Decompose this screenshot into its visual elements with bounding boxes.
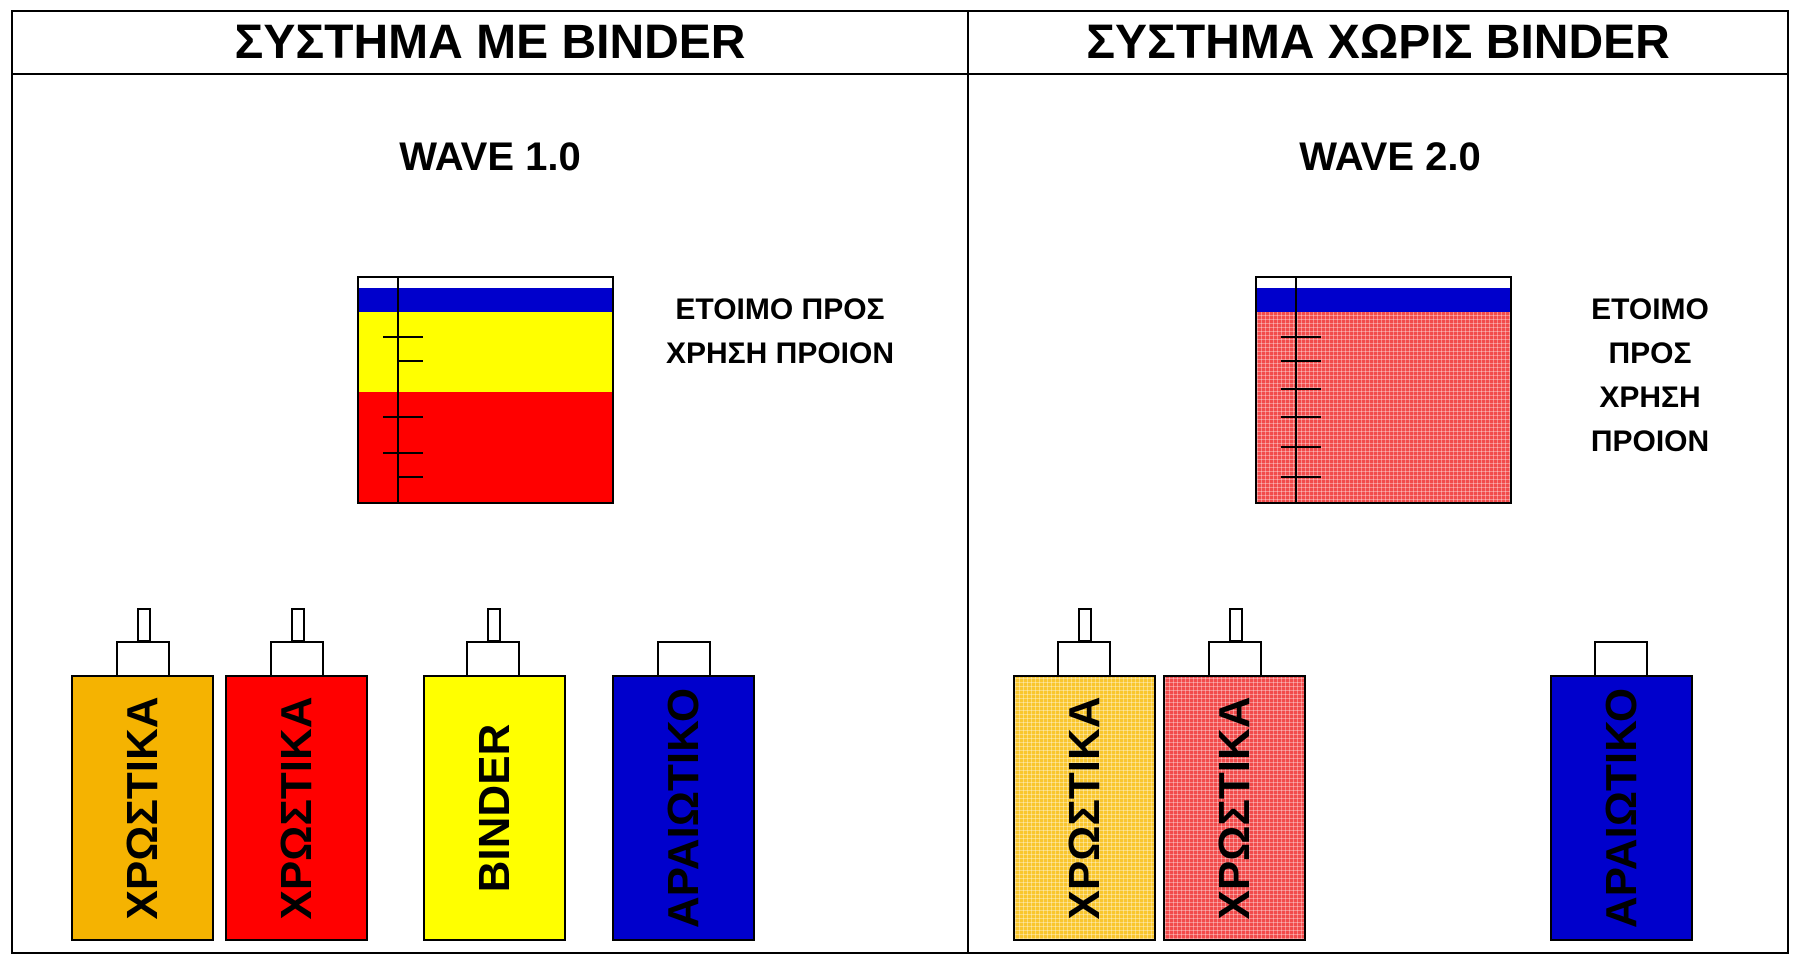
- right-wave-title: WAVE 2.0: [1299, 135, 1481, 179]
- bottle-body: ΑΡΑΙΩΤΙΚΟ: [1550, 675, 1693, 941]
- bottle-cap: [270, 641, 324, 677]
- scale-tick: [397, 360, 423, 362]
- tank-scale: [1295, 278, 1297, 502]
- scale-tick: [383, 452, 423, 454]
- header-divider: [11, 73, 1789, 75]
- bottle-body: ΧΡΩΣΤΙΚΑ: [1163, 675, 1306, 941]
- bottle-cap: [1208, 641, 1262, 677]
- bottle-nozzle: [291, 608, 305, 642]
- bottle-label: ΑΡΑΙΩΤΙΚΟ: [658, 687, 708, 929]
- bottle-nozzle: [1078, 608, 1092, 642]
- bottle-body: ΧΡΩΣΤΙΚΑ: [225, 675, 368, 941]
- scale-tick: [1281, 336, 1321, 338]
- bottle-body: ΧΡΩΣΤΙΚΑ: [71, 675, 214, 941]
- left-mix-tank: [357, 276, 614, 504]
- bottle-label: BINDER: [469, 723, 519, 893]
- bottle-nozzle: [1229, 608, 1243, 642]
- scale-tick: [397, 476, 423, 478]
- tank-layer-pigment: [359, 392, 612, 502]
- bottle-label: ΧΡΩΣΤΙΚΑ: [1059, 696, 1109, 920]
- right-header: ΣΥΣΤΗΜΑ ΧΩΡΙΣ BINDER: [1086, 15, 1670, 69]
- scale-tick: [1281, 360, 1321, 362]
- scale-tick: [1281, 388, 1321, 390]
- left-header: ΣΥΣΤΗΜΑ ΜΕ BINDER: [234, 15, 746, 69]
- scale-tick: [383, 416, 423, 418]
- bottle-nozzle: [487, 608, 501, 642]
- bottle-cap: [466, 641, 520, 677]
- panel-divider: [967, 10, 969, 954]
- bottle-label: ΑΡΑΙΩΤΙΚΟ: [1596, 687, 1646, 929]
- left-wave-title: WAVE 1.0: [399, 135, 581, 179]
- bottle-label: ΧΡΩΣΤΙΚΑ: [117, 696, 167, 920]
- tank-layer-thinner: [1257, 288, 1510, 312]
- bottle-body: ΑΡΑΙΩΤΙΚΟ: [612, 675, 755, 941]
- bottle-nozzle: [137, 608, 151, 642]
- bottle-cap: [1594, 641, 1648, 677]
- bottle-cap: [116, 641, 170, 677]
- scale-tick: [1281, 416, 1321, 418]
- scale-tick: [383, 336, 423, 338]
- scale-tick: [1281, 446, 1321, 448]
- bottle-cap: [1057, 641, 1111, 677]
- outer-frame: [11, 10, 1789, 954]
- bottle-label: ΧΡΩΣΤΙΚΑ: [1209, 696, 1259, 920]
- right-mix-tank: [1255, 276, 1512, 504]
- bottle-body: BINDER: [423, 675, 566, 941]
- tank-scale: [397, 278, 399, 502]
- tank-layer-thinner: [359, 288, 612, 312]
- bottle-cap: [657, 641, 711, 677]
- bottle-label: ΧΡΩΣΤΙΚΑ: [271, 696, 321, 920]
- tank-layer-binder: [359, 312, 612, 392]
- left-ready-label: ΕΤΟΙΜΟ ΠΡΟΣ ΧΡΗΣΗ ΠΡΟΙΟΝ: [665, 293, 895, 370]
- right-ready-label: ΕΤΟΙΜΟ ΠΡΟΣ ΧΡΗΣΗ ΠΡΟΙΟΝ: [1590, 293, 1710, 458]
- bottle-body: ΧΡΩΣΤΙΚΑ: [1013, 675, 1156, 941]
- tank-layer-pigment: [1257, 312, 1510, 502]
- scale-tick: [1281, 476, 1321, 478]
